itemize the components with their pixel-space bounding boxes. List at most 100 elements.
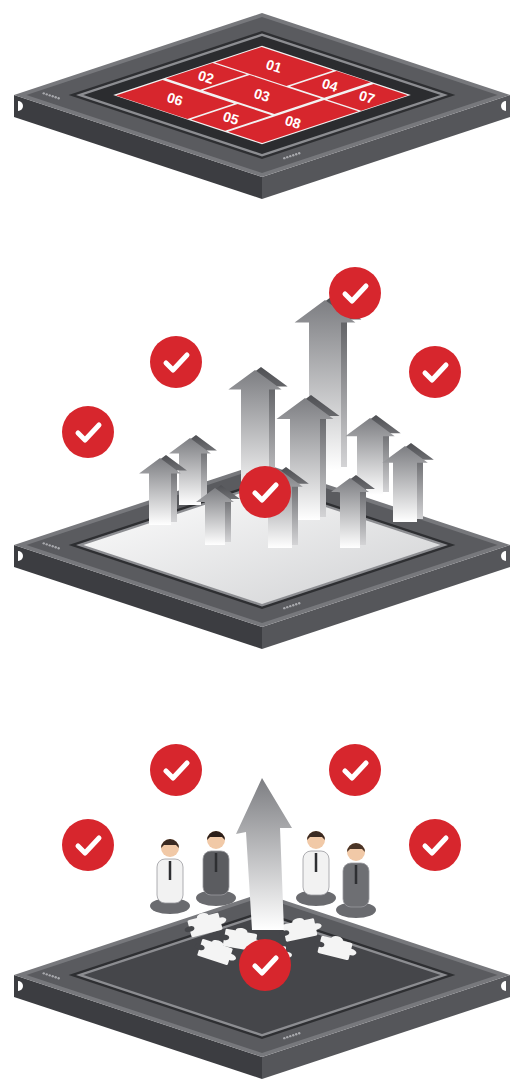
plate-dot bbox=[283, 607, 285, 609]
plate-dot bbox=[51, 975, 53, 977]
plate-dot bbox=[283, 157, 285, 159]
plate-dot bbox=[43, 972, 45, 974]
plate-dot bbox=[49, 94, 51, 96]
check-tick bbox=[425, 838, 446, 853]
plate-dot bbox=[57, 547, 59, 549]
plate-dot bbox=[57, 97, 59, 99]
check-marks bbox=[62, 267, 461, 991]
plate-notch bbox=[501, 551, 506, 561]
person-hair bbox=[161, 839, 179, 848]
plate-dot bbox=[292, 604, 294, 606]
check-mark bbox=[409, 819, 461, 871]
puzzle-hole bbox=[279, 930, 290, 937]
plate-dot bbox=[51, 95, 53, 97]
plate-dot bbox=[49, 974, 51, 976]
socket-bevel bbox=[76, 34, 448, 157]
check-mark bbox=[62, 406, 114, 458]
plate-dot bbox=[298, 602, 300, 604]
plate-dot bbox=[43, 92, 45, 94]
growth-arrow bbox=[196, 485, 240, 545]
puzzle-hole bbox=[194, 943, 205, 951]
plate-notch bbox=[501, 981, 506, 991]
plate-top bbox=[14, 13, 510, 177]
check-mark bbox=[329, 744, 381, 796]
check-mark bbox=[150, 744, 202, 796]
tile-grid bbox=[113, 46, 411, 144]
plate-dot bbox=[289, 155, 291, 157]
plate-dot bbox=[295, 603, 297, 605]
plate-dot bbox=[46, 93, 48, 95]
person-torso bbox=[343, 863, 369, 907]
check-circle bbox=[329, 744, 381, 796]
growth-arrow bbox=[382, 443, 434, 522]
plate-dot bbox=[292, 1034, 294, 1036]
puzzle-piece bbox=[182, 908, 229, 939]
puzzle-knob bbox=[235, 927, 248, 936]
person-tie bbox=[215, 853, 218, 872]
puzzle-body bbox=[317, 936, 352, 961]
person bbox=[150, 839, 190, 914]
check-circle bbox=[150, 744, 202, 796]
plate-dot bbox=[54, 96, 56, 98]
plate-dot bbox=[295, 1033, 297, 1035]
plate-dot bbox=[292, 154, 294, 156]
check-mark bbox=[239, 466, 291, 518]
plate-dot bbox=[54, 546, 56, 548]
plate-dot bbox=[283, 1037, 285, 1039]
check-mark bbox=[150, 336, 202, 388]
plate-dot bbox=[43, 542, 45, 544]
person-head bbox=[161, 839, 179, 857]
plate-dot bbox=[295, 153, 297, 155]
plate-dot bbox=[286, 156, 288, 158]
check-mark bbox=[329, 267, 381, 319]
tile-fill bbox=[116, 80, 234, 119]
check-circle bbox=[409, 819, 461, 871]
growth-arrow bbox=[236, 778, 292, 930]
plate-dot bbox=[54, 976, 56, 978]
person bbox=[196, 831, 236, 906]
check-mark bbox=[239, 939, 291, 991]
plate-dot bbox=[289, 605, 291, 607]
check-tick bbox=[425, 365, 446, 380]
check-circle bbox=[409, 346, 461, 398]
puzzle-knob bbox=[331, 935, 344, 944]
puzzle-knob bbox=[309, 922, 322, 931]
arrow-front bbox=[331, 478, 369, 548]
puzzle-knob bbox=[344, 947, 357, 956]
person-torso bbox=[203, 851, 229, 895]
arrow-front bbox=[382, 446, 428, 522]
check-tick bbox=[166, 763, 187, 778]
puzzle-knob bbox=[292, 917, 305, 926]
growth-arrow bbox=[139, 455, 187, 525]
check-circle bbox=[62, 406, 114, 458]
plate-dot bbox=[289, 1035, 291, 1037]
person-head bbox=[207, 831, 225, 849]
plate-dot bbox=[57, 977, 59, 979]
puzzle-hole bbox=[314, 940, 325, 948]
growth-arrow bbox=[331, 475, 375, 548]
plate-notch bbox=[18, 101, 23, 111]
guide-lines bbox=[22, 120, 500, 1010]
person-tie bbox=[169, 861, 172, 880]
person bbox=[296, 831, 336, 906]
plate-dot bbox=[286, 1036, 288, 1038]
check-tick bbox=[166, 355, 187, 370]
person-hair bbox=[307, 831, 325, 840]
check-circle bbox=[62, 819, 114, 871]
socket-rim bbox=[69, 911, 456, 1039]
puzzle-hole bbox=[219, 934, 230, 941]
plate-notch bbox=[18, 551, 23, 561]
check-tick bbox=[255, 958, 276, 973]
plate-dots bbox=[43, 542, 301, 609]
person-head bbox=[347, 843, 365, 861]
socket-bevel bbox=[76, 914, 448, 1037]
plate-top bbox=[14, 463, 510, 627]
plate-notch bbox=[18, 981, 23, 991]
person-tie bbox=[355, 865, 358, 884]
puzzle-hole bbox=[184, 925, 195, 933]
plate-dot bbox=[298, 152, 300, 154]
person-torso bbox=[157, 859, 183, 903]
